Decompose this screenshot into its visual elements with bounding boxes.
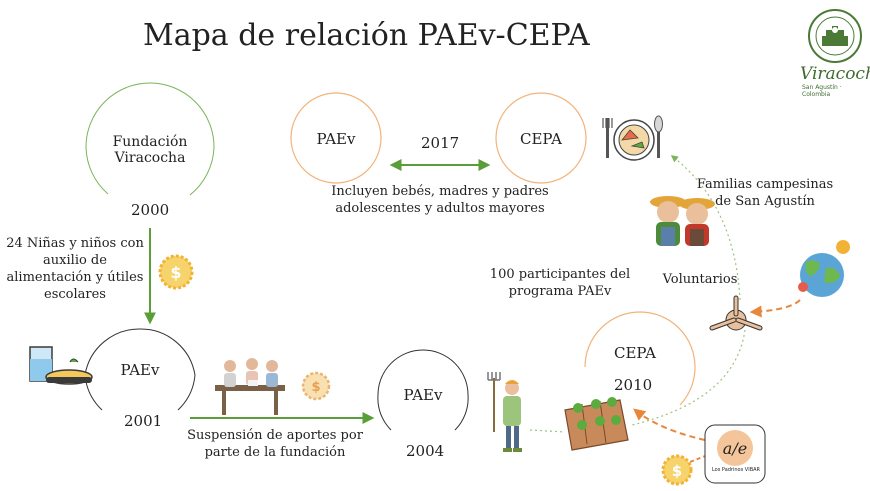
participantes-text: 100 participantes del programa PAEv [485, 266, 635, 300]
fundacion-label-line2: Viracocha [114, 150, 186, 166]
viracocha-logo [808, 9, 862, 63]
food-plate-icon [602, 115, 663, 161]
logo-name: Viracocha [800, 64, 870, 84]
meal-icon [29, 346, 93, 385]
svg-text:$: $ [311, 380, 320, 395]
ninos-text: 24 Niñas y niños con auxilio de alimenta… [0, 235, 150, 303]
padrinos-logo: a/e [704, 424, 766, 484]
orange-arrow-padrinos-garden [633, 408, 706, 441]
logo-subtitle: San Agustín · Colombia [802, 84, 842, 98]
incluyen-line2: adolescentes y adultos mayores [335, 201, 545, 216]
page-title: Mapa de relación PAEv-CEPA [143, 18, 590, 53]
paev-2004-label: PAEv [403, 386, 443, 404]
paev-top-label: PAEv [316, 130, 356, 148]
padrinos-caption: Los Padrinos VIBAR [711, 467, 761, 473]
participantes-line1: 100 participantes del [489, 267, 631, 282]
dotted-families-curve [670, 155, 741, 301]
dotted-farmer-line [529, 429, 566, 433]
paev-2001-label: PAEv [120, 361, 160, 379]
globe-icon [798, 240, 851, 297]
ninos-line1: 24 Niñas y niños con [6, 236, 144, 251]
suspension-line2: parte de la fundación [204, 445, 346, 460]
paev-2001-circle [84, 328, 196, 411]
ninos-line2: auxilio de [43, 253, 107, 268]
familias-line1: Familias campesinas [696, 177, 834, 192]
cepa-2010-label: CEPA [614, 344, 656, 362]
coin-icon-1: $ [158, 254, 194, 290]
link-year-2017: 2017 [421, 134, 460, 152]
farmer-family-icon [650, 196, 715, 246]
cepa-2010-year: 2010 [614, 376, 653, 394]
orange-arrow-globe-hands [749, 299, 801, 318]
paev-top-circle [290, 92, 382, 184]
familias-line2: de San Agustín [715, 194, 815, 209]
ninos-line4: escolares [44, 287, 106, 302]
cepa-top-circle [495, 92, 587, 184]
cepa-top-label: CEPA [520, 130, 562, 148]
people-table-icon [215, 358, 285, 415]
fundacion-circle [85, 82, 215, 196]
incluyen-text: Incluyen bebés, madres y padres adolesce… [330, 183, 550, 217]
coin-icon-2: $ [301, 371, 331, 401]
farmer-icon [487, 372, 522, 452]
suspension-text: Suspensión de aportes por parte de la fu… [185, 427, 365, 461]
fundacion-label: Fundación Viracocha [90, 134, 210, 166]
paev-2001-year: 2001 [124, 412, 163, 430]
dotted-garden-curve [631, 329, 746, 426]
svg-text:a/e: a/e [723, 439, 747, 458]
paev-2004-year: 2004 [406, 442, 445, 460]
garden-icon [564, 397, 629, 451]
cepa-2010-circle [584, 311, 696, 406]
familias-text: Familias campesinas de San Agustín [695, 176, 835, 210]
ninos-line3: alimentación y útiles [6, 270, 144, 285]
paev-2004-circle [377, 349, 469, 431]
hands-volunteers-icon [709, 295, 763, 331]
fundacion-year: 2000 [131, 201, 170, 219]
voluntarios-text: Voluntarios [662, 272, 738, 287]
svg-text:$: $ [672, 462, 682, 480]
svg-text:$: $ [170, 263, 181, 282]
coin-icon-3: $ [661, 454, 693, 486]
suspension-line1: Suspensión de aportes por [187, 428, 363, 443]
participantes-line2: programa PAEv [508, 284, 612, 299]
fundacion-label-line1: Fundación [112, 134, 188, 150]
incluyen-line1: Incluyen bebés, madres y padres [331, 184, 549, 199]
